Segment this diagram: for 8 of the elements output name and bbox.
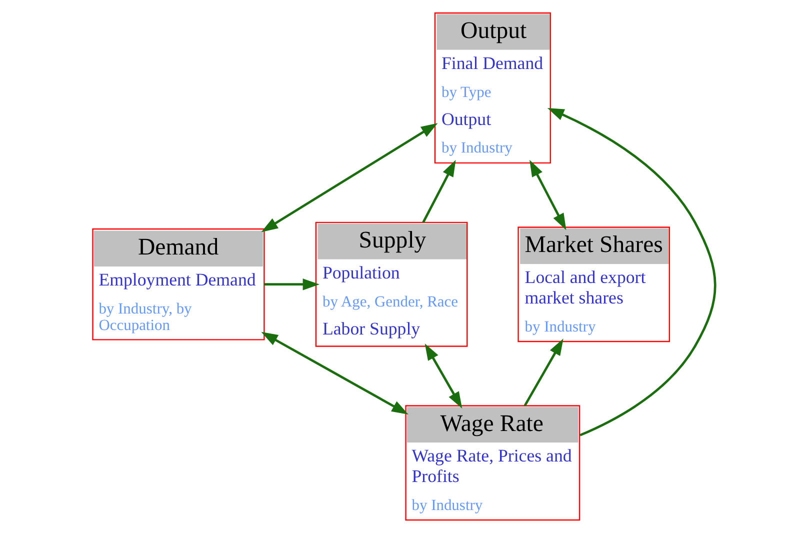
arrow	[264, 278, 319, 290]
arrow	[260, 332, 408, 414]
arrow	[424, 344, 462, 409]
arrow	[422, 160, 456, 223]
arrow	[260, 123, 438, 232]
arrow	[529, 160, 566, 230]
arrow	[523, 338, 563, 406]
arrow	[546, 108, 716, 436]
